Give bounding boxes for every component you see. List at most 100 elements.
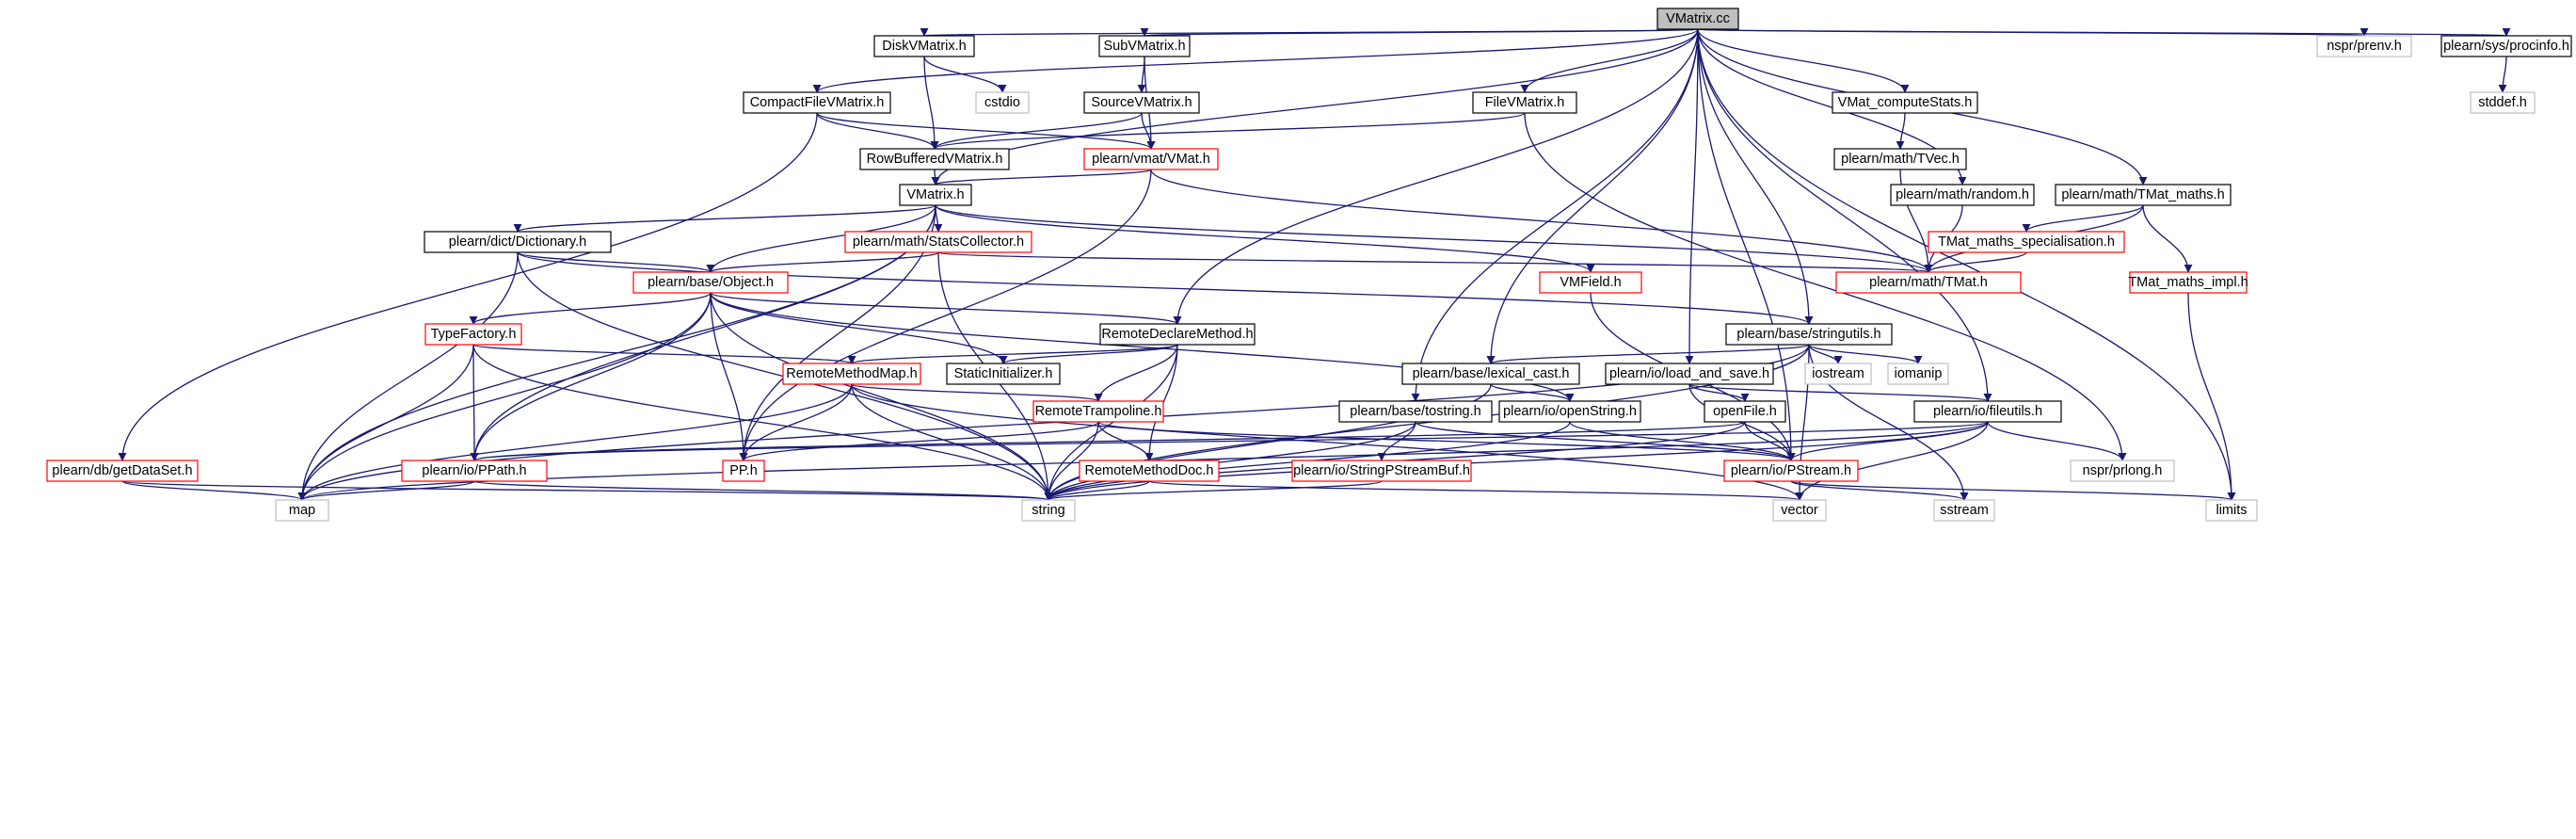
node-box — [1723, 460, 1859, 482]
node-label: stddef.h — [2478, 95, 2527, 110]
edge-ppath-to-map — [297, 480, 475, 501]
node-box — [1933, 499, 1995, 522]
node-tostring[interactable]: plearn/base/tostring.h — [1338, 400, 1493, 423]
node-dictionary[interactable]: plearn/dict/Dictionary.h — [424, 231, 612, 253]
node-label: plearn/base/stringutils.h — [1736, 327, 1880, 342]
edge-tostring-to-pstream — [1415, 421, 1796, 461]
node-openfile[interactable]: openFile.h — [1704, 400, 1786, 423]
node-source[interactable]: SourceVMatrix.h — [1083, 91, 1200, 114]
edge-vmatrix_cc-to-vmatrix_h — [931, 28, 1699, 186]
node-pstream[interactable]: plearn/io/PStream.h — [1723, 460, 1859, 482]
node-box — [1887, 363, 1949, 385]
node-vmat[interactable]: plearn/vmat/VMat.h — [1083, 148, 1219, 170]
edge-tostring-to-stringpstreambuf — [1377, 421, 1416, 461]
edge-tvec-to-tmat — [1899, 169, 1933, 273]
node-box — [2316, 35, 2412, 57]
edge-dictionary-to-map — [297, 251, 519, 501]
node-random[interactable]: plearn/math/random.h — [1890, 184, 2035, 206]
node-statscollector[interactable]: plearn/math/StatsCollector.h — [844, 231, 1032, 253]
edge-pstream-to-limits — [1790, 480, 2236, 501]
edge-statscollector-to-object — [706, 251, 939, 273]
node-rowbuf[interactable]: RowBufferedVMatrix.h — [859, 148, 1010, 170]
node-box — [859, 148, 1010, 170]
node-tmat[interactable]: plearn/math/TMat.h — [1835, 271, 2022, 294]
edge-vmatrix_cc-to-tostring — [1411, 28, 1699, 402]
node-iostream: iostream — [1804, 363, 1872, 385]
edge-statscollector-to-tmat — [937, 251, 1932, 273]
edge-vmatrix_cc-to-filevm — [1520, 28, 1699, 93]
node-vmatrix-cc[interactable]: VMatrix.cc — [1656, 8, 1739, 30]
node-cstdio: cstdio — [975, 91, 1030, 114]
edge-object-to-pp — [710, 292, 748, 461]
node-box — [899, 184, 972, 206]
edge-vmat-to-vmatrix_h — [931, 169, 1152, 186]
edge-ppath-to-string — [473, 480, 1052, 501]
node-filevm[interactable]: FileVMatrix.h — [1472, 91, 1577, 114]
node-label: plearn/io/load_and_save.h — [1609, 366, 1769, 381]
node-label: plearn/io/PStream.h — [1731, 463, 1851, 478]
node-box — [1804, 363, 1872, 385]
edge-object-to-staticinit — [710, 292, 1008, 364]
edge-typefactory-to-ppath — [470, 344, 479, 461]
node-remotemethodmap[interactable]: RemoteMethodMap.h — [782, 363, 921, 385]
edge-compact-to-rowbuf — [816, 112, 939, 150]
node-openstring[interactable]: plearn/io/openString.h — [1498, 400, 1641, 423]
node-label: plearn/io/PPath.h — [422, 463, 526, 478]
node-label: CompactFileVMatrix.h — [750, 95, 885, 110]
node-sub[interactable]: SubVMatrix.h — [1098, 35, 1191, 57]
edge-maths_impl-to-limits — [2187, 292, 2236, 501]
node-box — [2205, 499, 2258, 522]
edge-object-to-remotedeclare — [710, 292, 1182, 325]
node-staticinit[interactable]: StaticInitializer.h — [946, 363, 1061, 385]
node-getdataset[interactable]: plearn/db/getDataSet.h — [46, 460, 199, 482]
node-maths-impl[interactable]: TMat_maths_impl.h — [2128, 271, 2248, 294]
edge-loadsave-to-fileutils — [1688, 383, 1992, 402]
node-object[interactable]: plearn/base/Object.h — [632, 271, 789, 294]
node-label: RemoteMethodDoc.h — [1084, 463, 1213, 478]
node-specialisation[interactable]: TMat_maths_specialisation.h — [1928, 231, 2125, 253]
node-label: iostream — [1812, 366, 1864, 381]
node-loadsave[interactable]: plearn/io/load_and_save.h — [1605, 363, 1774, 385]
edge-vmatrix_cc-to-remotedeclare — [1173, 28, 1699, 325]
node-methoddoc[interactable]: RemoteMethodDoc.h — [1079, 460, 1220, 482]
node-tvec[interactable]: plearn/math/TVec.h — [1833, 148, 1967, 170]
edge-vmatrix_h-to-dictionary — [513, 204, 936, 233]
node-box — [1098, 35, 1191, 57]
node-box — [1083, 91, 1200, 114]
node-computestats[interactable]: VMat_computeStats.h — [1832, 91, 1978, 114]
node-vmatrix-h[interactable]: VMatrix.h — [899, 184, 972, 206]
node-label: plearn/sys/procinfo.h — [2443, 39, 2569, 54]
node-remotedeclare[interactable]: RemoteDeclareMethod.h — [1099, 323, 1256, 346]
node-vmfield[interactable]: VMField.h — [1539, 271, 1642, 294]
node-box — [1498, 400, 1641, 423]
node-typefactory[interactable]: TypeFactory.h — [424, 323, 522, 346]
edge-tostring-to-string — [1044, 421, 1416, 501]
node-compact[interactable]: CompactFileVMatrix.h — [743, 91, 891, 114]
node-box — [2070, 460, 2175, 482]
node-fileutils[interactable]: plearn/io/fileutils.h — [1913, 400, 2062, 423]
node-procinfo[interactable]: plearn/sys/procinfo.h — [2440, 35, 2572, 57]
node-box — [2129, 271, 2248, 294]
node-label: RemoteDeclareMethod.h — [1101, 327, 1253, 342]
edge-vmatrix_cc-to-loadsave — [1685, 28, 1699, 364]
node-label: nspr/prenv.h — [2327, 39, 2402, 54]
edge-object-to-typefactory — [469, 292, 712, 325]
node-disk[interactable]: DiskVMatrix.h — [873, 35, 975, 57]
node-stringpstreambuf[interactable]: plearn/io/StringPStreamBuf.h — [1291, 460, 1472, 482]
node-label: nspr/prlong.h — [2083, 463, 2163, 478]
node-trampoline[interactable]: RemoteTrampoline.h — [1032, 400, 1164, 423]
node-pp[interactable]: PP.h — [722, 460, 765, 482]
node-ppath[interactable]: plearn/io/PPath.h — [401, 460, 548, 482]
node-box — [844, 231, 1032, 253]
node-label: VMField.h — [1560, 275, 1621, 290]
node-lexical[interactable]: plearn/base/lexical_cast.h — [1401, 363, 1580, 385]
node-label: VMatrix.h — [906, 187, 964, 202]
edge-vmatrix_cc-to-disk — [921, 27, 1699, 37]
edge-vmatrix_cc-to-lexical — [1486, 28, 1699, 364]
node-stringutils[interactable]: plearn/base/stringutils.h — [1725, 323, 1893, 346]
node-label: plearn/base/lexical_cast.h — [1413, 366, 1570, 381]
node-tmat-maths[interactable]: plearn/math/TMat_maths.h — [2055, 184, 2232, 206]
node-label: sstream — [1940, 503, 1989, 518]
node-label: map — [289, 503, 315, 518]
